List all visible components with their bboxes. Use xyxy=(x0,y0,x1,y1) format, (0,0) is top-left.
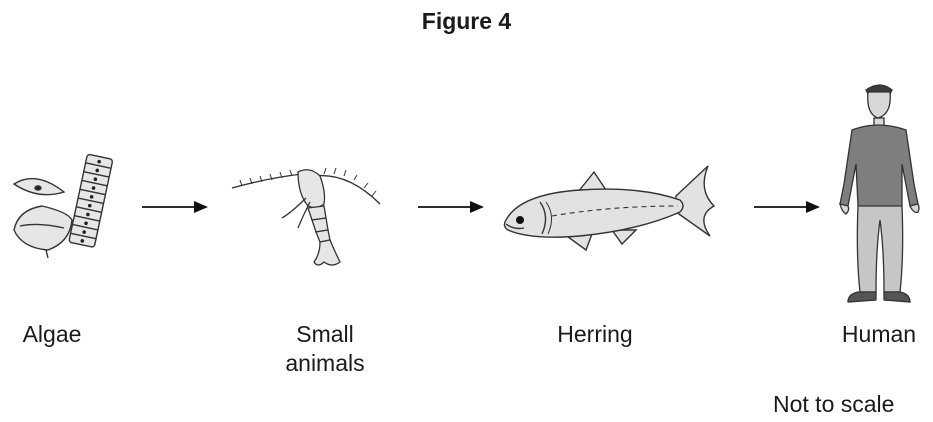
label-herring: Herring xyxy=(540,320,650,349)
arrow-icon xyxy=(142,200,208,214)
label-algae: Algae xyxy=(2,320,102,349)
arrow-icon xyxy=(418,200,484,214)
label-small-animals: Small animals xyxy=(270,320,380,378)
label-human: Human xyxy=(829,320,929,349)
human-icon xyxy=(830,80,930,312)
algae-icon xyxy=(8,150,120,258)
arrow-icon xyxy=(754,200,820,214)
herring-icon xyxy=(500,150,726,260)
small-animal-icon xyxy=(228,158,388,274)
scale-note: Not to scale xyxy=(773,391,894,418)
figure-title: Figure 4 xyxy=(0,8,933,35)
